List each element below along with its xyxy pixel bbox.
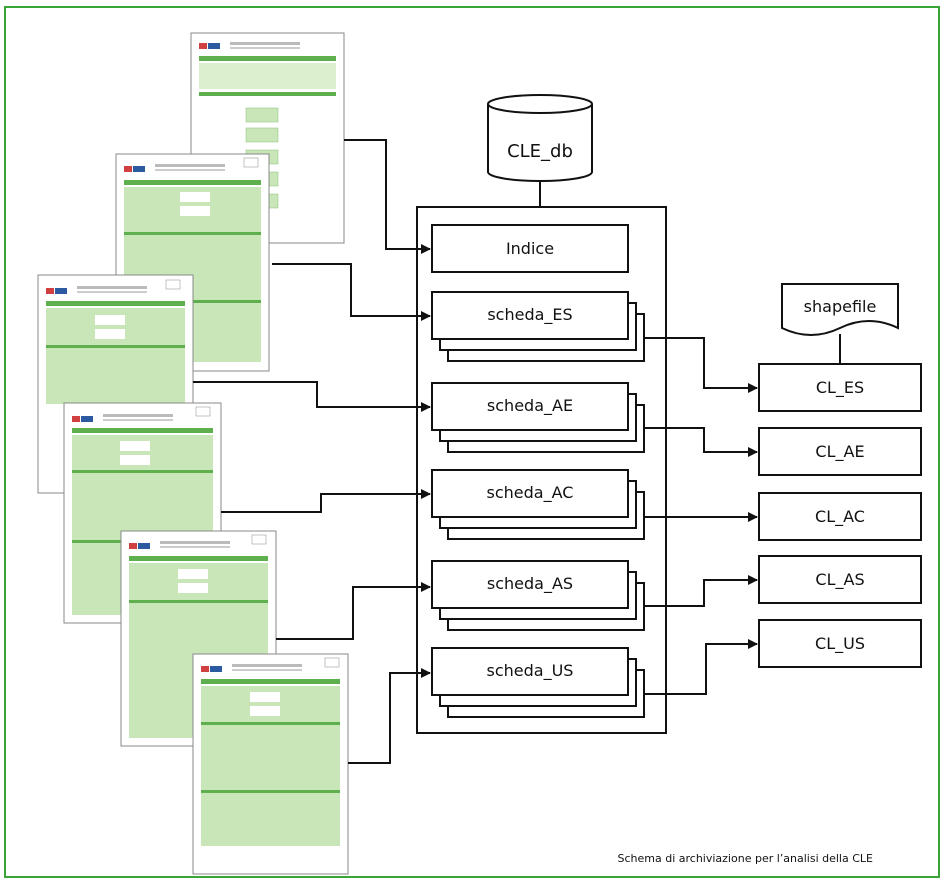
scheda-label: scheda_US (487, 661, 574, 681)
scheda-label: scheda_ES (487, 305, 572, 325)
scheda-label: scheda_AC (487, 483, 574, 503)
connector-form-to-scheda-es (272, 263, 431, 321)
layer-label: CL_AE (815, 442, 864, 462)
layer-box-as: CL_AS (758, 555, 922, 604)
shapefile-document: shapefile (781, 283, 899, 336)
shapefile-label: shapefile (804, 297, 877, 316)
layer-box-ac: CL_AC (758, 492, 922, 541)
input-connectors (193, 139, 431, 764)
green-border-frame (4, 6, 940, 878)
layer-box-us: CL_US (758, 619, 922, 668)
scheda-stack-ac: scheda_AC (431, 469, 645, 540)
connector-form-to-scheda-ac (221, 489, 431, 513)
scheda-stack-as: scheda_AS (431, 560, 645, 631)
layer-label: CL_AS (815, 570, 864, 590)
scheda-label: scheda_AE (487, 396, 573, 416)
index-label: Indice (506, 239, 554, 258)
database-container (416, 206, 667, 734)
layer-box-ae: CL_AE (758, 427, 922, 476)
form-thumbnail-us (192, 653, 349, 875)
connector-scheda-es-to-layer (645, 337, 758, 393)
scheda-stack-ae: scheda_AE (431, 382, 645, 453)
layer-label: CL_AC (815, 507, 865, 527)
scheda-stack-us: scheda_US (431, 647, 645, 718)
diagram-caption: Schema di archiviazione per l’analisi de… (618, 852, 874, 865)
scheda-label: scheda_AS (487, 574, 573, 594)
connector-form-to-index (344, 139, 431, 254)
connector-form-to-scheda-us (348, 668, 431, 764)
layer-box-es: CL_ES (758, 363, 922, 412)
database-cylinder: CLE_db (487, 94, 593, 182)
database-label: CLE_db (507, 141, 573, 162)
layer-label: CL_US (815, 634, 865, 654)
layer-label: CL_ES (816, 378, 864, 398)
output-connectors (645, 337, 758, 695)
connector-form-to-scheda-ae (193, 381, 431, 412)
scheda-stack-es: scheda_ES (431, 291, 645, 362)
index-table-box: Indice (431, 224, 629, 273)
connector-form-to-scheda-as (276, 582, 431, 640)
connector-scheda-as-to-layer (645, 575, 758, 607)
connector-scheda-us-to-layer (645, 639, 758, 695)
connector-scheda-ae-to-layer (645, 427, 758, 457)
